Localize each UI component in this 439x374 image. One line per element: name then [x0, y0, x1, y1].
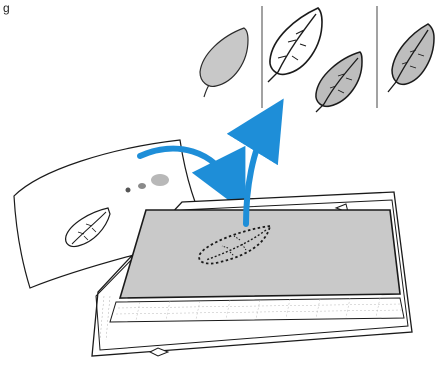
blot-1: [126, 188, 131, 193]
blot-2: [138, 183, 146, 189]
blot-3: [151, 174, 169, 186]
leaf-gray-outline-icon: [316, 52, 362, 112]
leaf-outline-icon: [268, 8, 322, 82]
mat-scan-area: [120, 210, 400, 298]
leaf-filled-icon: [200, 28, 248, 97]
leaf-cut-icon: [388, 24, 434, 92]
